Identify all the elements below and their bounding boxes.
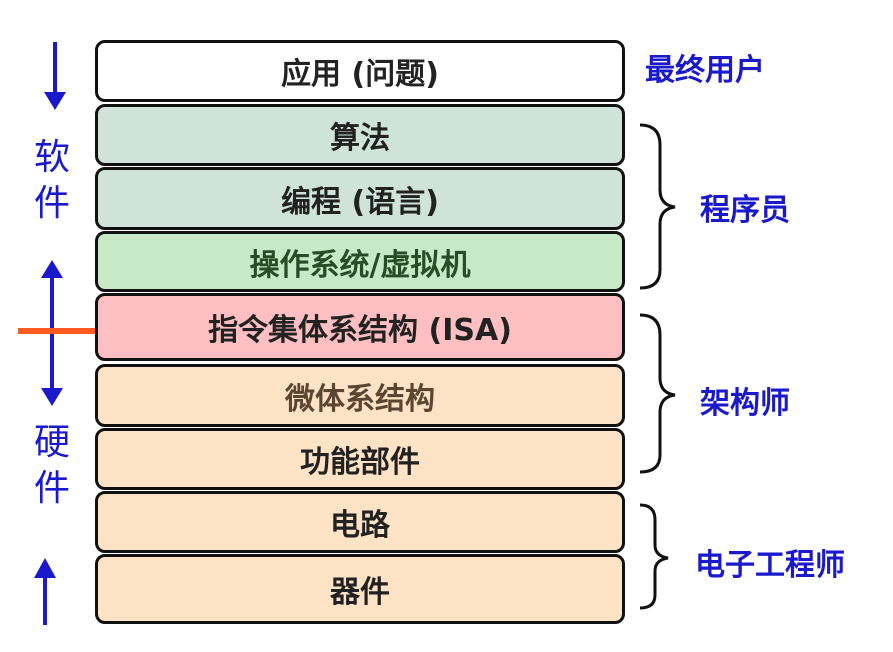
role-architect: 架构师 (700, 386, 790, 421)
layer-programming: 编程 (语言) (95, 167, 625, 230)
layer-algorithm: 算法 (95, 104, 625, 166)
layer-microarchitecture: 微体系结构 (95, 364, 625, 427)
role-end-user: 最终用户 (645, 53, 765, 88)
layer-functional-units: 功能部件 (95, 428, 625, 490)
layer-circuits: 电路 (95, 491, 625, 553)
layer-application: 应用 (问题) (95, 40, 625, 102)
layer-devices: 器件 (95, 554, 625, 624)
layer-os-vm: 操作系统/虚拟机 (95, 231, 625, 292)
role-programmer: 程序员 (700, 193, 790, 228)
layer-isa: 指令集体系结构 (ISA) (95, 293, 625, 361)
label-hardware: 硬件 (33, 422, 70, 509)
label-software: 软件 (33, 137, 70, 224)
role-engineer: 电子工程师 (695, 548, 845, 583)
